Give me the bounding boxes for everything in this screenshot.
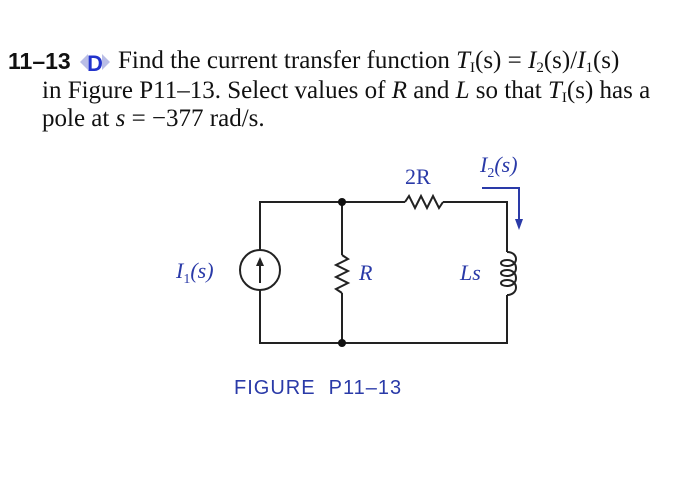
node-top [338, 198, 346, 206]
current-arrow-I2-icon [482, 187, 523, 230]
problem-line-2: in Figure P11–13. Select values of R and… [42, 77, 651, 106]
label-I2: I2(s) [479, 152, 518, 181]
label-2R: 2R [405, 164, 431, 189]
label-I1: I1(s) [175, 258, 214, 287]
figure-caption: FIGURE P11–13 [234, 377, 402, 399]
resistor-R [333, 254, 351, 294]
problem-number: 11–13 [8, 48, 71, 74]
node-bottom [338, 339, 346, 347]
problem-line-3: pole at s = −377 rad/s. [42, 105, 265, 132]
problem-line-1: Find the current transfer function TI(s)… [118, 47, 620, 76]
svg-text:D: D [87, 51, 103, 75]
resistor-2R [404, 193, 444, 211]
label-R: R [358, 260, 373, 285]
wire-left [259, 201, 508, 344]
source-arrow-icon [256, 257, 264, 283]
design-problem-badge-icon: D [80, 51, 110, 75]
label-Ls: Ls [459, 260, 481, 285]
inductor-Ls [500, 251, 517, 296]
current-source-I1 [239, 249, 281, 291]
